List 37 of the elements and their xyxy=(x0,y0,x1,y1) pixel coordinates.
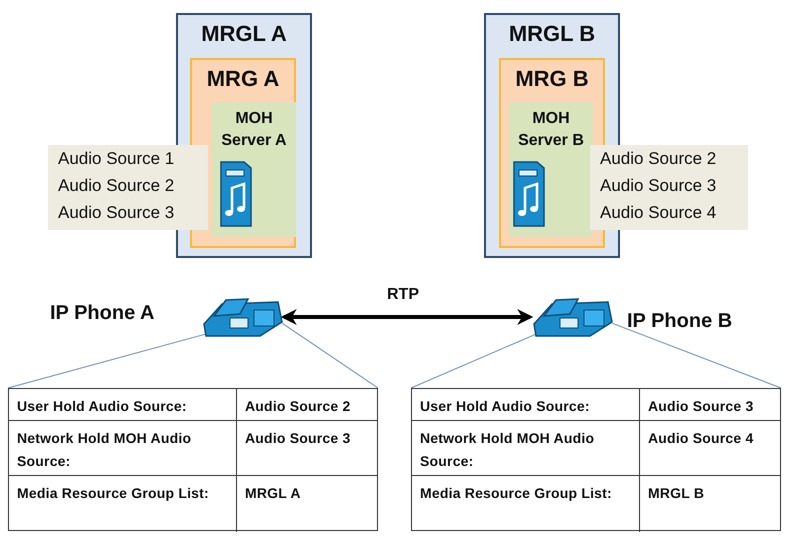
group-title: MRGL B xyxy=(508,20,596,48)
group-title: MRGL A xyxy=(200,20,288,48)
phone-label: IP Phone A xyxy=(50,302,154,325)
group-title: MRG B xyxy=(514,65,590,93)
leader-line xyxy=(8,333,208,388)
media-resource-group-list-box xyxy=(176,13,312,258)
table-cell: Audio Source 2 xyxy=(237,389,377,421)
audio-source-item: Audio Source 3 xyxy=(599,175,718,197)
table-cell: User Hold Audio Source: xyxy=(412,389,640,421)
server-title: MOH Server A xyxy=(220,109,288,151)
table-cell: Audio Source 3 xyxy=(640,389,780,421)
leader-line xyxy=(282,322,378,388)
table-cell: Audio Source 3 xyxy=(237,421,377,476)
audio-source-item: Audio Source 2 xyxy=(599,148,718,170)
leader-line xyxy=(612,322,782,388)
audio-source-item: Audio Source 4 xyxy=(599,202,718,224)
leader-line xyxy=(410,333,538,388)
audio-source-item: Audio Source 1 xyxy=(57,148,176,170)
table-cell-text: MRGL A xyxy=(244,484,302,503)
server-title: MOH Server B xyxy=(517,109,585,151)
table-cell-text: MRGL B xyxy=(647,484,706,503)
phone-label: IP Phone B xyxy=(627,310,732,333)
audio-source-item: Audio Source 3 xyxy=(57,202,176,224)
table-cell: User Hold Audio Source: xyxy=(9,389,237,421)
table-cell: Network Hold MOH Audio Source: xyxy=(9,421,237,476)
table-cell: Media Resource Group List: xyxy=(412,476,640,532)
table-cell: Network Hold MOH Audio Source: xyxy=(412,421,640,476)
group-title: MRG A xyxy=(206,65,280,93)
audio-source-list xyxy=(48,145,208,230)
audio-source-list xyxy=(590,145,748,230)
media-resource-group-box xyxy=(190,58,296,248)
server-box xyxy=(212,102,296,237)
table-cell: Media Resource Group List: xyxy=(9,476,237,532)
server-box xyxy=(509,102,593,237)
arrow xyxy=(280,309,534,325)
audio-source-item: Audio Source 2 xyxy=(57,175,176,197)
table-cell: Audio Source 4 xyxy=(640,421,780,476)
